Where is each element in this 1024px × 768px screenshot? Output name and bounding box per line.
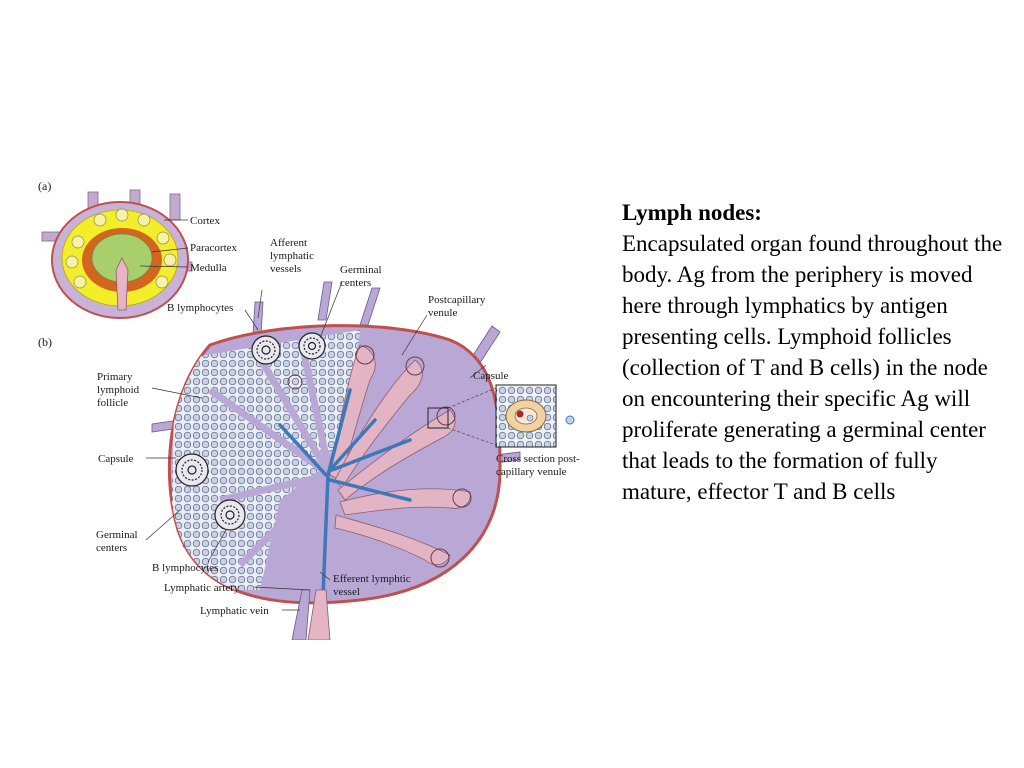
label-germinal-bottom-2: centers bbox=[96, 542, 127, 554]
germinal-center-3 bbox=[175, 453, 209, 487]
label-lymphatic-artery: Lymphatic artery bbox=[164, 582, 240, 594]
cortex-cells bbox=[170, 330, 360, 590]
vessel-tufts bbox=[287, 345, 472, 568]
label-afferent-1: Afferent bbox=[270, 237, 307, 249]
panel-a-efferent-stem bbox=[115, 257, 129, 311]
label-cortex: Cortex bbox=[190, 215, 220, 227]
label-paracortex: Paracortex bbox=[190, 242, 238, 254]
slide-text-block: Lymph nodes: Encapsulated organ found th… bbox=[622, 197, 1012, 507]
label-postcapillary-2: venule bbox=[428, 307, 457, 319]
label-primary-follicle-2: lymphoid bbox=[97, 384, 140, 396]
label-medulla: Medulla bbox=[190, 262, 227, 274]
panel-b: (b) bbox=[38, 237, 580, 640]
label-afferent-2: lymphatic bbox=[270, 250, 314, 262]
panel-a: (a) Cortex Paracortex Medulla bbox=[38, 179, 238, 319]
cross-section-inset bbox=[495, 384, 575, 448]
inset-marker-box bbox=[427, 407, 449, 429]
panel-b-leaders bbox=[145, 281, 487, 611]
germinal-centers bbox=[175, 332, 326, 531]
panel-a-follicles bbox=[65, 208, 177, 289]
lymph-node-figure: (a) Cortex Paracortex Medulla bbox=[38, 179, 580, 640]
label-germinal-top-2: centers bbox=[340, 277, 371, 289]
slide-title: Lymph nodes: bbox=[622, 200, 762, 225]
medullary-cords bbox=[329, 344, 471, 566]
germinal-center-2 bbox=[298, 332, 326, 360]
germinal-center-4 bbox=[214, 499, 246, 531]
label-b-lymphocytes-top: B lymphocytes bbox=[167, 302, 233, 314]
label-efferent-1: Efferent lymphtic bbox=[333, 573, 411, 585]
label-primary-follicle-1: Primary bbox=[97, 371, 133, 383]
label-b-lymphocytes-bottom: B lymphocytes bbox=[152, 562, 218, 574]
germinal-center-1 bbox=[251, 335, 281, 365]
label-germinal-bottom-1: Germinal bbox=[96, 529, 138, 541]
label-cross-section-2: capillary venule bbox=[496, 466, 567, 478]
label-primary-follicle-3: follicle bbox=[97, 397, 128, 409]
panel-a-letter: (a) bbox=[38, 179, 51, 193]
label-germinal-top-1: Germinal bbox=[340, 264, 382, 276]
label-afferent-3: vessels bbox=[270, 263, 301, 275]
label-postcapillary-1: Postcapillary bbox=[428, 294, 486, 306]
slide-body: Encapsulated organ found throughout the … bbox=[622, 231, 1003, 504]
label-capsule-right: Capsule bbox=[473, 370, 509, 382]
efferent-vessel bbox=[307, 589, 331, 640]
panel-b-letter: (b) bbox=[38, 335, 52, 349]
label-lymphatic-vein: Lymphatic vein bbox=[200, 605, 269, 617]
label-capsule-left: Capsule bbox=[98, 453, 134, 465]
label-cross-section-1: Cross section post- bbox=[496, 453, 580, 465]
label-efferent-2: vessel bbox=[333, 586, 360, 598]
